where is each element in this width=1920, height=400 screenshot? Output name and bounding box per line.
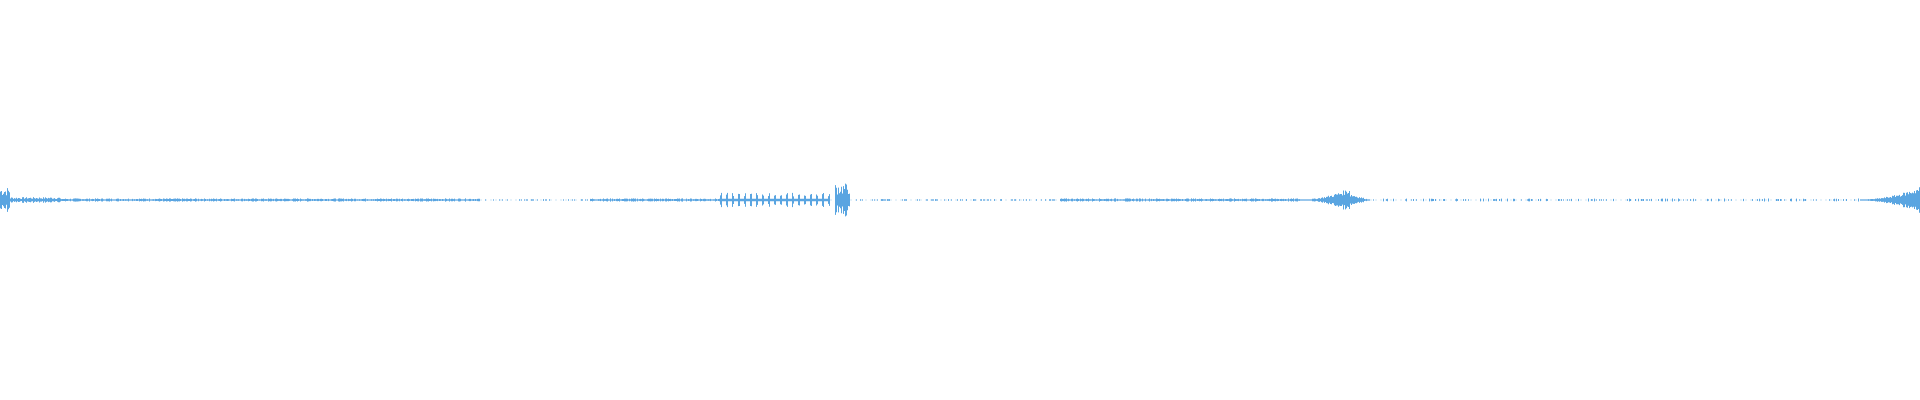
waveform-samples	[0, 183, 1920, 217]
